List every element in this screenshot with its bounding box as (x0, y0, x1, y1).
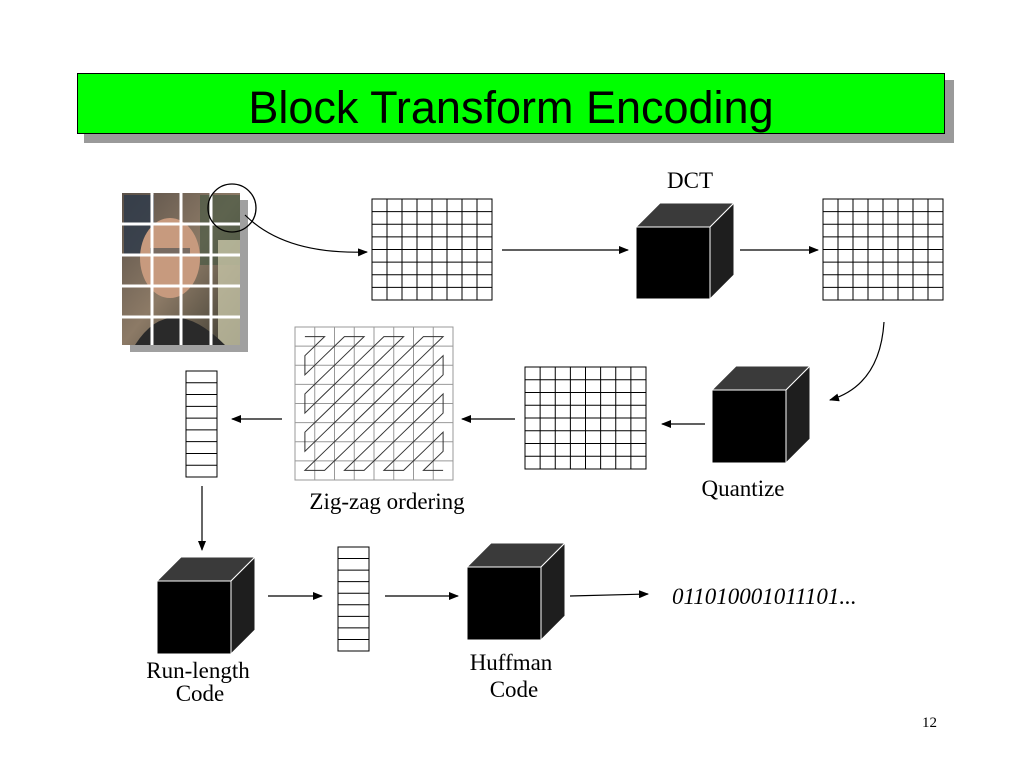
box-front-face (711, 389, 787, 464)
photo-block-grid (122, 193, 240, 345)
zigzag-path (303, 336, 445, 471)
runlength-label-line2: Code (176, 681, 225, 706)
runlength-box (155, 555, 257, 656)
huffman-box (465, 541, 567, 642)
arrows (198, 214, 885, 600)
box-front-face (635, 226, 711, 300)
arrow-huffman-to-bits (569, 590, 649, 599)
zigzag-vector (185, 370, 218, 478)
quantize-box (710, 364, 812, 465)
dct-label: DCT (667, 168, 713, 193)
zigzag-label: Zig-zag ordering (309, 489, 465, 514)
output-bitstream: 011010001011101... (672, 584, 857, 609)
slide-title: Block Transform Encoding (248, 82, 774, 133)
pixel-block-grid (371, 198, 493, 301)
quantized-grid (524, 366, 647, 470)
box-front-face (156, 580, 232, 655)
vector-frame (337, 546, 370, 652)
runlength-label-line1: Run-length (146, 658, 250, 683)
huffman-label-line1: Huffman (470, 650, 553, 675)
arrow-image-to-block (244, 214, 368, 257)
arrow-coeffs-to-quantize (829, 321, 885, 402)
box-front-face (466, 566, 542, 641)
page-number: 12 (922, 715, 937, 731)
huffman-label-line2: Code (490, 677, 539, 702)
input-image (122, 183, 257, 352)
title-banner: Block Transform Encoding (77, 73, 945, 134)
face (140, 218, 200, 298)
runlength-vector (337, 546, 370, 652)
dct-box (634, 201, 736, 301)
selected-block-circle (207, 183, 257, 233)
vector-frame (185, 370, 218, 478)
dct-coeff-grid (822, 198, 944, 301)
quantize-label: Quantize (701, 476, 784, 501)
